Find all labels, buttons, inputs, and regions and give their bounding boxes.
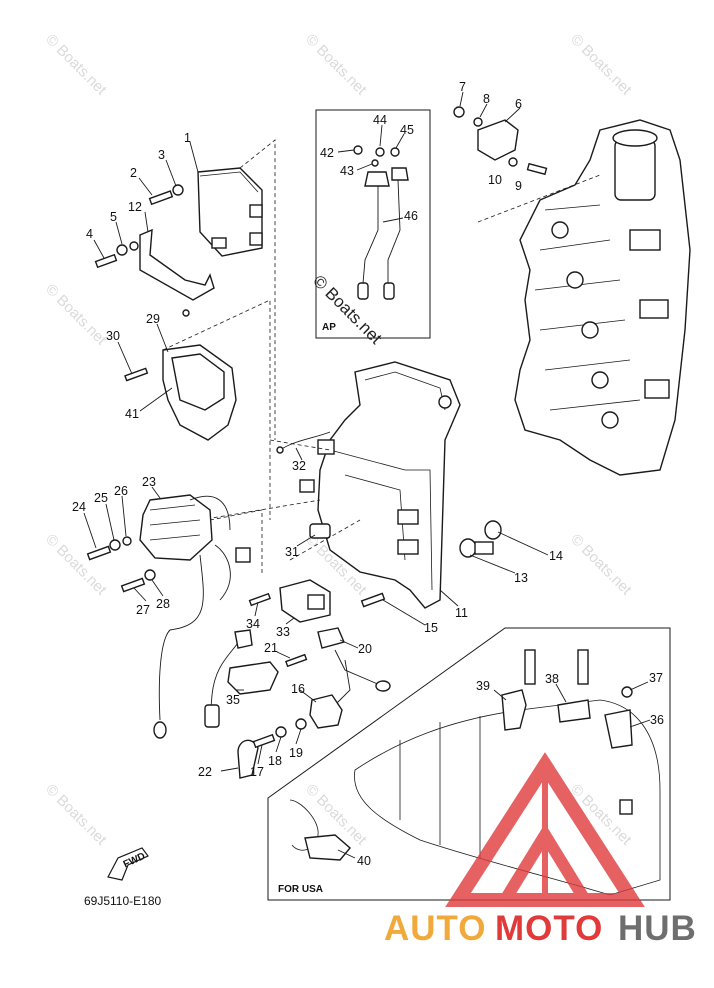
watermark-center: © Boats.net xyxy=(309,271,386,348)
callout-46: 46 xyxy=(404,209,418,223)
part-bracket-12 xyxy=(139,228,215,317)
part-main-bracket-11 xyxy=(199,361,461,609)
callout-31: 31 xyxy=(285,545,299,559)
inset-usa-label: FOR USA xyxy=(278,884,323,895)
small-parts-center xyxy=(276,431,502,608)
inset-for-usa: FOR USA xyxy=(267,627,671,901)
callout-3: 3 xyxy=(158,148,165,162)
callout-6: 6 xyxy=(515,97,522,111)
callout-17: 17 xyxy=(250,765,264,779)
callout-1: 1 xyxy=(184,131,191,145)
callout-7: 7 xyxy=(459,80,466,94)
parts-lower-center xyxy=(285,627,391,729)
callout-30: 30 xyxy=(106,329,120,343)
automotohub-triangle-logo-icon xyxy=(445,752,645,907)
callout-34: 34 xyxy=(246,617,260,631)
watermark: © Boats.net xyxy=(567,531,635,599)
inset-ap: AP xyxy=(315,109,431,339)
callout-44: 44 xyxy=(373,113,387,127)
callout-20: 20 xyxy=(358,642,372,656)
automotohub-logo: AUTO MOTO HUB xyxy=(384,752,697,948)
callout-16: 16 xyxy=(291,682,305,696)
callout-43: 43 xyxy=(340,164,354,178)
callout-12: 12 xyxy=(128,200,142,214)
bolts-top-left xyxy=(94,184,184,269)
callout-32: 32 xyxy=(292,459,306,473)
diagram-code: 69J5110-E180 xyxy=(84,894,162,908)
callout-13: 13 xyxy=(514,571,528,585)
parts-lower-left xyxy=(204,629,307,779)
callout-40: 40 xyxy=(357,854,371,868)
callout-15: 15 xyxy=(424,621,438,635)
callout-38: 38 xyxy=(545,672,559,686)
callout-14: 14 xyxy=(549,549,563,563)
callout-35: 35 xyxy=(226,693,240,707)
callout-37: 37 xyxy=(649,671,663,685)
inset-ap-label: AP xyxy=(322,322,336,333)
watermark: © Boats.net xyxy=(42,281,110,349)
watermark: © Boats.net xyxy=(302,31,370,99)
callout-9: 9 xyxy=(515,179,522,193)
callout-19: 19 xyxy=(289,746,303,760)
part-relay-33 xyxy=(248,579,331,623)
fwd-label: FWD xyxy=(122,851,147,871)
callout-2: 2 xyxy=(130,166,137,180)
callout-36: 36 xyxy=(650,713,664,727)
callout-10: 10 xyxy=(488,173,502,187)
fwd-arrow-icon: FWD xyxy=(107,847,149,881)
callout-28: 28 xyxy=(156,597,170,611)
engine-block-drawing xyxy=(477,119,691,476)
callout-45: 45 xyxy=(400,123,414,137)
callout-5: 5 xyxy=(110,210,117,224)
bolts-left-mid xyxy=(86,536,156,593)
callout-42: 42 xyxy=(320,146,334,160)
watermark: © Boats.net xyxy=(42,531,110,599)
callout-26: 26 xyxy=(114,484,128,498)
callout-33: 33 xyxy=(276,625,290,639)
callout-22: 22 xyxy=(198,765,212,779)
callout-24: 24 xyxy=(72,500,86,514)
callout-27: 27 xyxy=(136,603,150,617)
watermark: © Boats.net xyxy=(42,781,110,849)
part-holder-41 xyxy=(124,299,271,520)
callout-18: 18 xyxy=(268,754,282,768)
callout-39: 39 xyxy=(476,679,490,693)
callout-41: 41 xyxy=(125,407,139,421)
callouts: 1 2 3 4 5 6 7 8 9 10 11 12 13 14 15 16 1… xyxy=(72,80,664,868)
parts-top-right xyxy=(453,106,548,176)
watermark: © Boats.net xyxy=(567,31,635,99)
callout-4: 4 xyxy=(86,227,93,241)
part-ecu-unit xyxy=(197,139,276,440)
callout-8: 8 xyxy=(483,92,490,106)
logo-moto: MOTO xyxy=(495,909,603,948)
callout-21: 21 xyxy=(264,641,278,655)
callout-23: 23 xyxy=(142,475,156,489)
logo-auto: AUTO xyxy=(384,909,487,948)
callout-29: 29 xyxy=(146,312,160,326)
callout-25: 25 xyxy=(94,491,108,505)
callout-11: 11 xyxy=(455,606,468,620)
watermark: © Boats.net xyxy=(42,31,110,99)
part-rectifier-23 xyxy=(139,494,263,739)
logo-hub: HUB xyxy=(618,909,697,948)
